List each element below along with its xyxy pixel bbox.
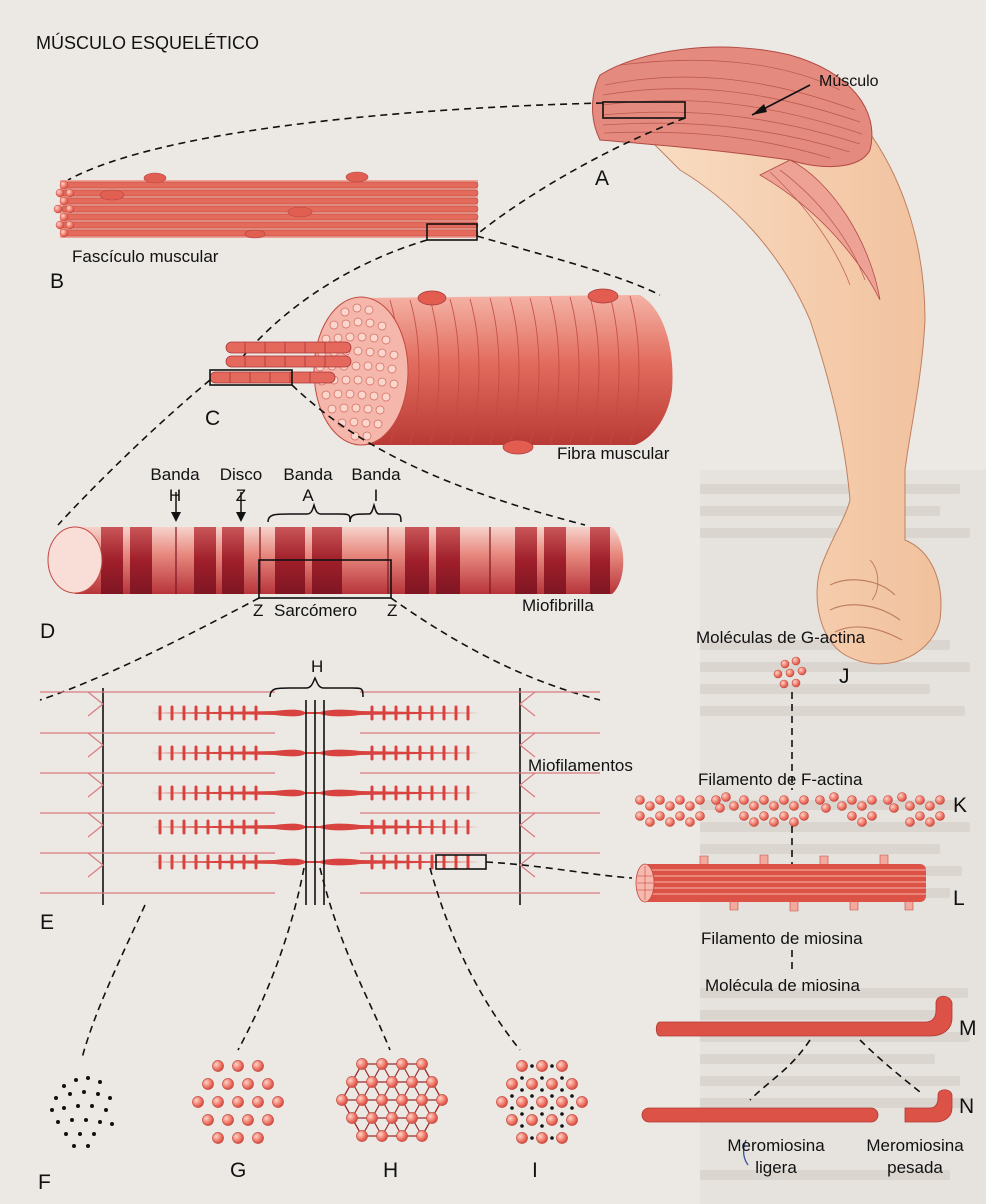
label-banda-a-letter: A (273, 487, 343, 504)
letter-j: J (839, 666, 850, 687)
cross-section-i (497, 1061, 588, 1144)
letter-b: B (50, 271, 64, 292)
label-banda-h: Banda (140, 466, 210, 483)
g-actin-molecules (774, 657, 806, 688)
letter-g: G (230, 1160, 246, 1181)
label-g-actina: Moléculas de G-actina (696, 629, 865, 646)
cross-section-h (337, 1059, 448, 1142)
label-meromiosina-ligera: Meromiosina (716, 1137, 836, 1154)
cross-section-f (50, 1076, 114, 1148)
myofibril-illustration (48, 492, 623, 598)
diagram-title: MÚSCULO ESQUELÉTICO (36, 34, 259, 52)
label-miosina-molecula: Molécula de miosina (705, 977, 860, 994)
letter-m: M (959, 1018, 977, 1039)
letter-l: L (953, 888, 965, 909)
letter-f: F (38, 1172, 51, 1193)
label-meromiosina-ligera-2: ligera (716, 1159, 836, 1176)
muscle-fiber-illustration (210, 289, 673, 454)
label-miofilamentos: Miofilamentos (528, 757, 633, 774)
label-z-right: Z (387, 602, 397, 619)
myosin-filament (636, 855, 926, 911)
label-z-left: Z (253, 602, 263, 619)
label-disco-z-letter: Z (210, 487, 272, 504)
label-musculo: Músculo (819, 74, 879, 90)
label-meromiosina-pesada-2: pesada (855, 1159, 975, 1176)
myosin-molecule (656, 996, 952, 1036)
f-actin-filament (636, 793, 945, 827)
letter-d: D (40, 621, 55, 642)
letter-i: I (532, 1160, 538, 1181)
heavy-meromyosin (905, 1090, 952, 1122)
letter-h: H (383, 1160, 398, 1181)
letter-e: E (40, 912, 54, 933)
label-f-actina: Filamento de F-actina (698, 771, 862, 788)
light-meromyosin (642, 1108, 878, 1122)
fascicle-illustration (54, 172, 478, 240)
label-banda-a: Banda (273, 466, 343, 483)
label-miosina-filamento: Filamento de miosina (701, 930, 863, 947)
label-sarcomero: Sarcómero (274, 602, 357, 619)
label-banda-i-letter: I (341, 487, 411, 504)
label-disco-z: Disco (210, 466, 272, 483)
letter-k: K (953, 795, 967, 816)
label-meromiosina-pesada: Meromiosina (855, 1137, 975, 1154)
label-fibra: Fibra muscular (557, 445, 669, 462)
label-miofibrilla: Miofibrilla (522, 597, 594, 614)
letter-a: A (595, 168, 609, 189)
myofibril-bundle (210, 342, 351, 385)
label-banda-h-letter: H (140, 487, 210, 504)
letter-c: C (205, 408, 220, 429)
label-fasciculo: Fascículo muscular (72, 248, 218, 265)
label-banda-i: Banda (341, 466, 411, 483)
label-h-zone: H (311, 658, 323, 675)
letter-n: N (959, 1096, 974, 1117)
cross-section-g (193, 1061, 284, 1144)
